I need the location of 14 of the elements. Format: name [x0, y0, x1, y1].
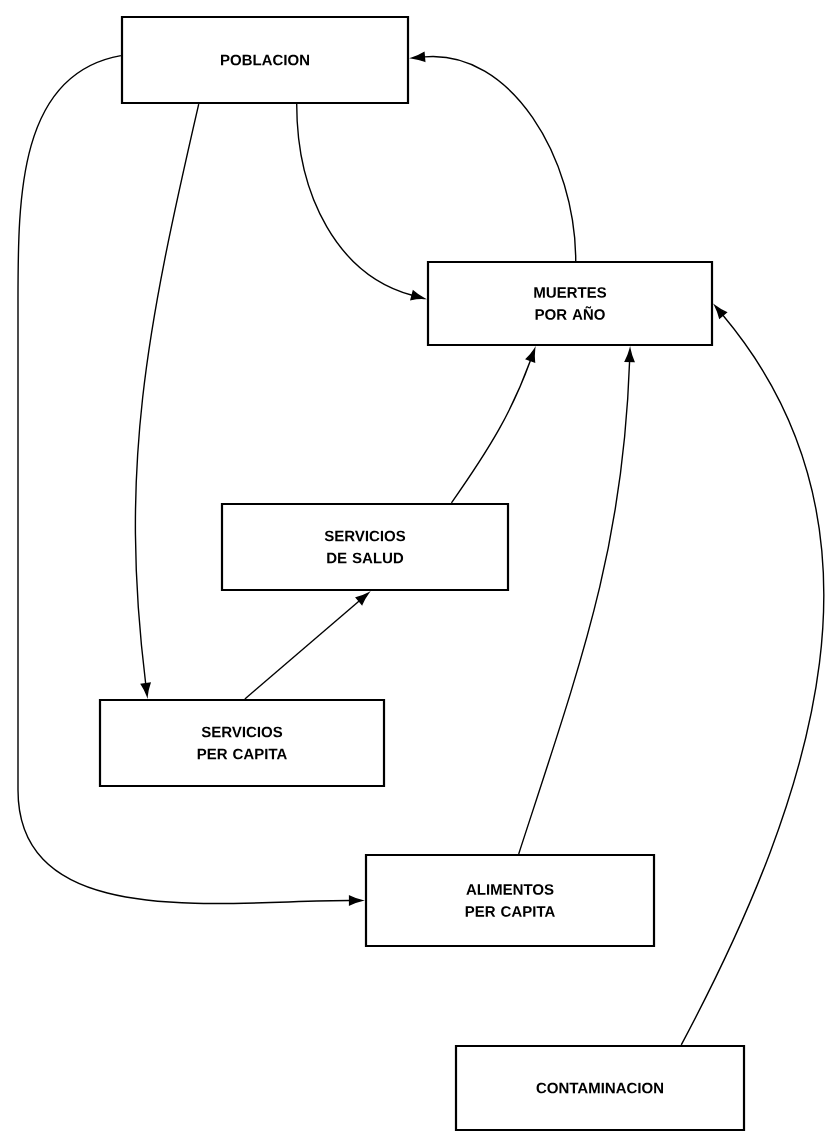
process-box: POBLACION [120, 15, 410, 105]
process-box: SERVICIOS DE SALUD [220, 502, 510, 592]
process-box: SERVICIOS PER CAPITA [98, 698, 386, 788]
process-box: CONTAMINACION [454, 1044, 746, 1132]
arrow [411, 51, 577, 262]
arrow [17, 54, 363, 906]
arrow [296, 103, 425, 301]
process-box: ALIMENTOS PER CAPITA [364, 853, 656, 948]
process-box: MUERTES POR AÑO [426, 260, 714, 347]
arrow [450, 348, 536, 504]
arrow [244, 592, 370, 700]
arrow [518, 348, 635, 855]
arrow [134, 103, 200, 697]
arrow [680, 305, 825, 1046]
